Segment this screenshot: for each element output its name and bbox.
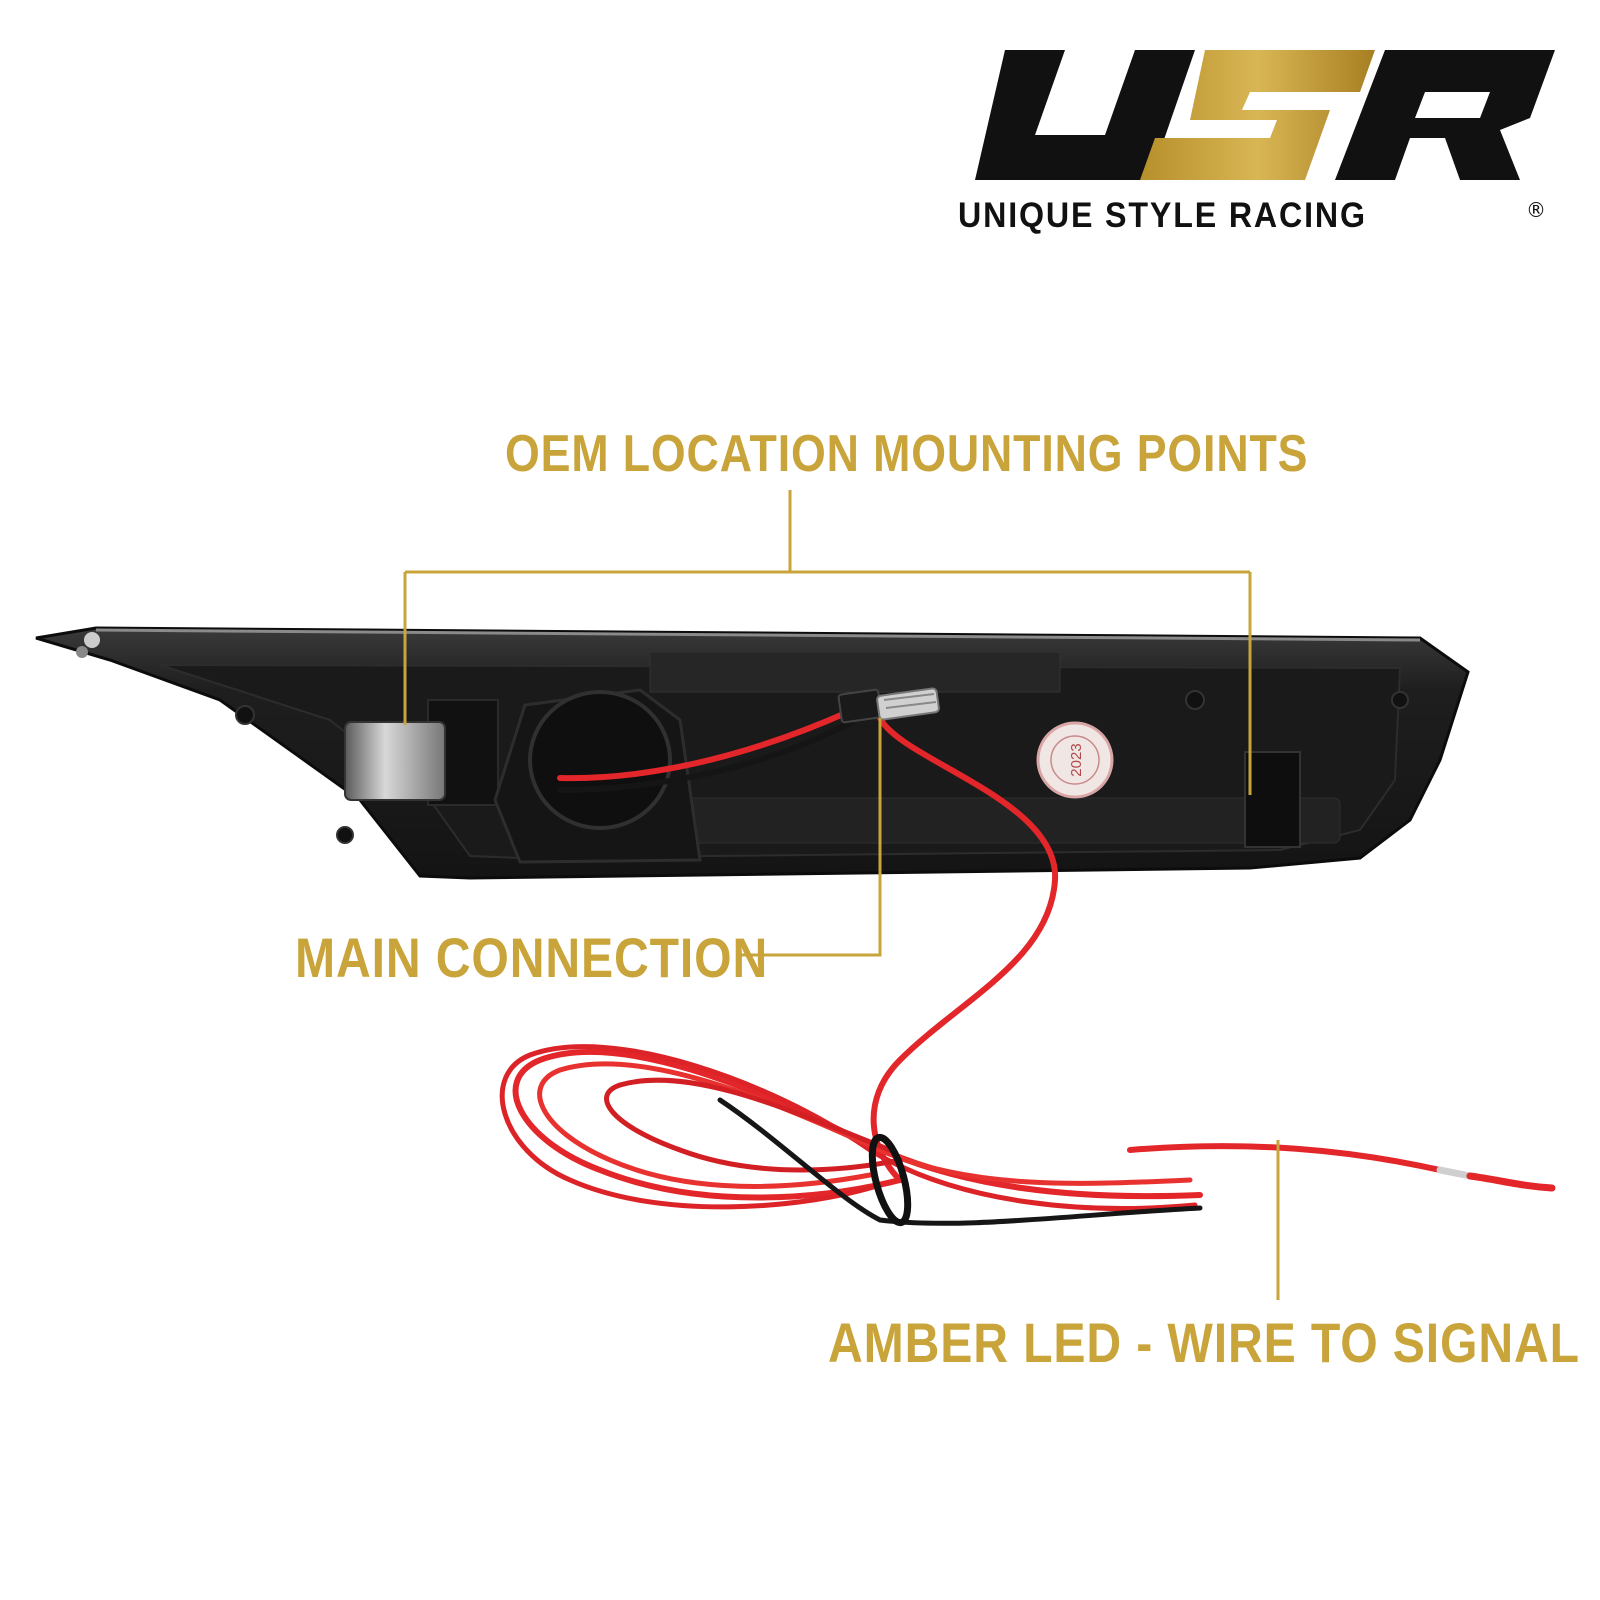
brand-tagline: UNIQUE STYLE RACING bbox=[958, 196, 1367, 235]
callout-leaders bbox=[403, 490, 1280, 1300]
callout-main-connection: MAIN CONNECTION bbox=[295, 926, 769, 989]
wire-harness bbox=[499, 709, 1556, 1227]
logo-letter-s bbox=[1140, 50, 1375, 180]
main-connector bbox=[837, 687, 940, 724]
callout-amber-led: AMBER LED - WIRE TO SIGNAL bbox=[828, 1311, 1580, 1374]
registered-mark: ® bbox=[1526, 198, 1546, 222]
date-sticker bbox=[1036, 721, 1114, 799]
sticker-year: 2023 bbox=[1068, 743, 1085, 776]
marker-housing bbox=[35, 626, 1470, 880]
usr-logo bbox=[975, 50, 1555, 180]
left-mounting-clip bbox=[344, 721, 446, 801]
logo-letter-u bbox=[975, 50, 1195, 180]
logo-letter-r bbox=[1335, 50, 1555, 180]
right-mounting-tab bbox=[1244, 751, 1301, 848]
callout-mounting-points: OEM LOCATION MOUNTING POINTS bbox=[505, 425, 1309, 483]
